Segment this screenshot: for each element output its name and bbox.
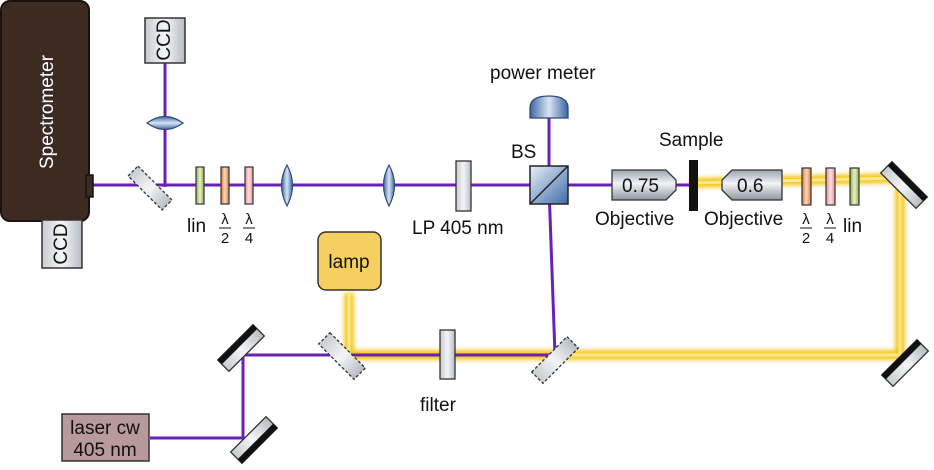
half-left-label: λ 2 — [219, 211, 231, 247]
beam-splitter — [529, 165, 569, 205]
ccd-bottom: CCD — [41, 219, 83, 269]
half-waveplate-right — [801, 167, 812, 206]
objective-left-value: 0.75 — [622, 176, 659, 197]
lens-2 — [382, 163, 396, 208]
mirror-mid-left — [216, 323, 266, 373]
laser-label-line1: laser cw — [70, 418, 140, 439]
power-meter-label: power meter — [490, 63, 596, 84]
linear-polarizer-left — [195, 166, 205, 205]
ccd-top: CCD — [144, 17, 186, 64]
half-right-label: λ 2 — [800, 211, 812, 247]
lp-filter-label: LP 405 nm — [412, 218, 504, 239]
half-waveplate-left — [220, 166, 230, 205]
lens-1 — [280, 163, 294, 208]
lamp-beam — [344, 172, 905, 360]
mirror-top-right — [879, 160, 929, 210]
laser-label-line2: 405 nm — [73, 440, 136, 461]
spectrometer: Spectrometer — [0, 0, 94, 222]
flip-mirror-right — [530, 335, 580, 385]
ccd-top-label: CCD — [154, 19, 175, 60]
svg-text:λ: λ — [245, 211, 253, 228]
bs-label: BS — [511, 142, 536, 163]
objective-right: 0.6 — [721, 169, 783, 201]
svg-text:4: 4 — [245, 230, 253, 247]
svg-text:λ: λ — [826, 211, 834, 228]
linear-polarizer-right — [849, 167, 860, 206]
longpass-filter — [455, 160, 472, 212]
svg-text:λ: λ — [802, 211, 810, 228]
lamp-label: lamp — [328, 252, 369, 273]
laser-beam — [91, 63, 690, 440]
filter — [439, 329, 456, 380]
lin-right-label: lin — [843, 216, 862, 237]
lamp-beam-core — [347, 176, 902, 357]
quarter-waveplate-left — [244, 166, 254, 205]
laser-source: laser cw 405 nm — [61, 413, 150, 462]
power-meter — [529, 95, 569, 119]
svg-text:4: 4 — [826, 230, 834, 247]
quarter-left-label: λ 4 — [243, 211, 255, 247]
lens-vertical — [145, 115, 185, 131]
svg-text:2: 2 — [802, 230, 810, 247]
objective-left: 0.75 — [611, 169, 677, 201]
sample — [689, 160, 698, 211]
svg-text:λ: λ — [221, 211, 229, 228]
ccd-bottom-label: CCD — [51, 223, 72, 264]
svg-text:2: 2 — [221, 230, 229, 247]
objective-right-label: Objective — [704, 209, 783, 230]
filter-label: filter — [420, 395, 457, 416]
lamp: lamp — [317, 231, 382, 291]
sample-label: Sample — [659, 130, 723, 151]
spectrometer-label: Spectrometer — [37, 54, 58, 169]
quarter-waveplate-right — [825, 167, 836, 206]
mirror-bottom-left — [229, 415, 279, 465]
lin-left-label: lin — [187, 216, 206, 237]
mirror-bottom-right — [880, 338, 930, 388]
quarter-right-label: λ 4 — [824, 211, 836, 247]
objective-right-value: 0.6 — [737, 176, 763, 197]
objective-left-label: Objective — [595, 209, 674, 230]
